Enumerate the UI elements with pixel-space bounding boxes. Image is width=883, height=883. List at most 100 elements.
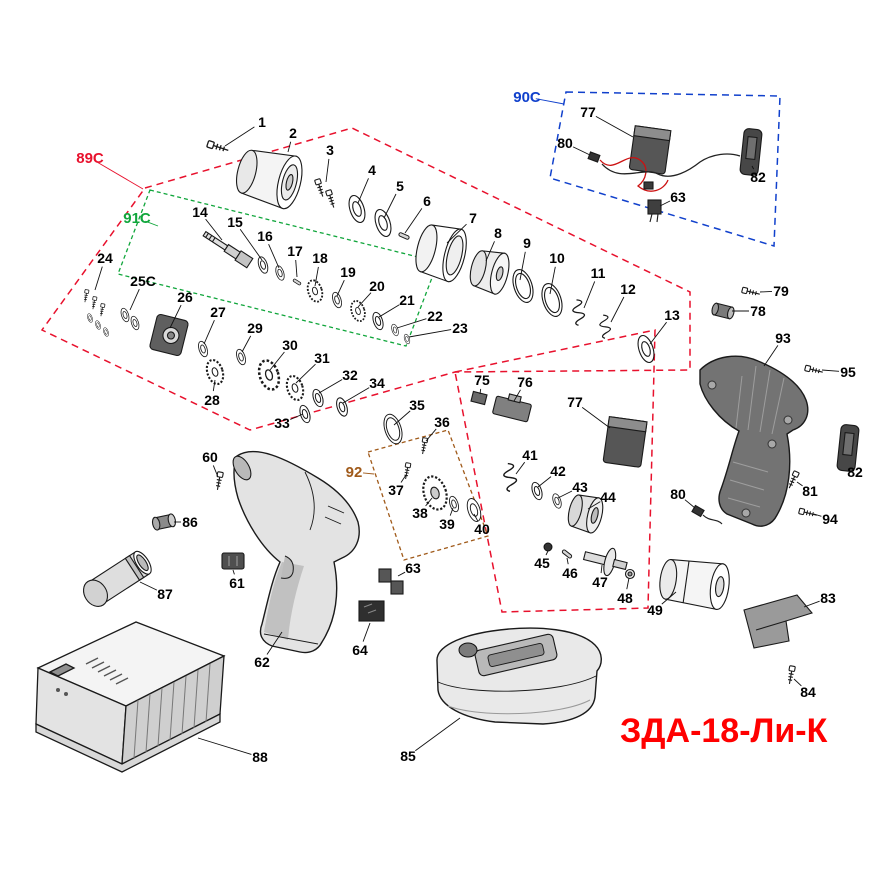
leader-line <box>549 266 556 295</box>
part-number-64: 64 <box>352 642 368 658</box>
part-12-spring <box>597 313 613 340</box>
part-number-82: 82 <box>847 464 863 480</box>
leader-line <box>396 318 427 329</box>
part-number-4: 4 <box>368 162 376 178</box>
leader-line <box>212 379 216 392</box>
part-number-45: 45 <box>534 555 550 571</box>
part-82-side-plate <box>836 424 860 472</box>
model-title: ЗДА-18-Ли-К <box>620 712 828 750</box>
leader-line <box>232 569 235 575</box>
part-46-pin <box>561 548 573 560</box>
part-25c-washer <box>129 314 141 332</box>
part-number-79: 79 <box>773 283 789 299</box>
part-number-75: 75 <box>474 372 490 388</box>
leader-line <box>425 428 437 442</box>
part-number-10: 10 <box>549 250 565 266</box>
part-62-tool-body <box>232 450 360 654</box>
part-number-7: 7 <box>469 210 477 226</box>
part-number-38: 38 <box>412 505 428 521</box>
leader-line <box>793 678 802 687</box>
part-number-34: 34 <box>369 375 385 391</box>
part-number-1: 1 <box>258 114 266 130</box>
leader-line <box>751 165 755 170</box>
part-15-washer <box>255 255 271 275</box>
part-number-33: 33 <box>274 415 290 431</box>
part-9-ring <box>508 266 538 306</box>
part-43-washer <box>550 492 564 510</box>
part-3-screw <box>325 189 337 209</box>
part-number-77: 77 <box>580 104 596 120</box>
part-75-contact <box>470 390 488 406</box>
part-80-connector <box>691 504 705 518</box>
leader-line <box>393 410 411 426</box>
part-number-32: 32 <box>342 367 358 383</box>
part-number-82: 82 <box>750 169 766 185</box>
part-number-5: 5 <box>396 178 404 194</box>
part-number-43: 43 <box>572 479 588 495</box>
leader-line <box>362 622 371 642</box>
leader-line <box>397 571 406 577</box>
part-93-housing-half <box>699 355 809 527</box>
part-85-battery-pack <box>436 627 602 725</box>
part-number-88: 88 <box>252 749 268 765</box>
leader-line <box>821 369 840 372</box>
leader-line <box>557 490 573 499</box>
part-number-87: 87 <box>157 586 173 602</box>
part-19-washer <box>330 290 344 310</box>
part-number-80: 80 <box>557 135 573 151</box>
leader-line <box>287 141 292 153</box>
part-21-washer <box>370 310 386 332</box>
part-24-screw <box>98 303 106 317</box>
part-33-washer <box>297 403 313 425</box>
part-number-9: 9 <box>523 235 531 251</box>
part-35-ring <box>380 411 406 447</box>
part-number-49: 49 <box>647 602 663 618</box>
part-number-81: 81 <box>802 483 818 499</box>
leader-line <box>515 461 526 475</box>
part-7-ring-gear <box>415 224 467 283</box>
part-39-washer <box>447 494 461 514</box>
leader-line <box>383 193 397 219</box>
part-number-24: 24 <box>97 250 113 266</box>
part-5-washer <box>371 206 395 240</box>
part-number-46: 46 <box>562 565 578 581</box>
part-number-42: 42 <box>550 463 566 479</box>
part-number-35: 35 <box>409 397 425 413</box>
part-4-washer <box>345 192 369 226</box>
leader-line <box>581 407 611 429</box>
part-3-screw <box>314 178 326 198</box>
leader-line <box>449 507 454 516</box>
part-23-circlip <box>402 333 412 345</box>
part-number-63: 63 <box>670 189 686 205</box>
leader-line <box>94 266 103 291</box>
leader-line <box>269 351 285 371</box>
leader-line <box>600 564 603 574</box>
part-24-screw <box>82 289 90 303</box>
part-number-8: 8 <box>494 225 502 241</box>
leader-lines <box>94 98 840 755</box>
leader-line <box>519 251 526 281</box>
group-label-89C: 89C <box>76 150 104 167</box>
leader-line <box>404 208 423 234</box>
part-63-terminal <box>390 580 404 595</box>
leader-line <box>535 98 565 105</box>
part-number-39: 39 <box>439 516 455 532</box>
part-84-screw <box>786 665 796 685</box>
part-48-pin-ring <box>624 568 636 580</box>
leader-line <box>415 717 461 752</box>
leader-line <box>336 280 345 297</box>
part-number-61: 61 <box>229 575 245 591</box>
leader-line <box>400 474 407 483</box>
leader-line <box>268 244 280 269</box>
part-11-spring <box>570 298 588 327</box>
part-number-95: 95 <box>840 364 856 380</box>
part-24-washer <box>102 326 110 338</box>
group-boundaries <box>40 91 781 613</box>
leader-line <box>314 266 319 287</box>
part-24-screw <box>90 296 98 310</box>
leader-line <box>587 501 601 510</box>
part-20-gear <box>347 298 369 324</box>
part-number-22: 22 <box>427 308 443 324</box>
part-24-washer <box>94 319 102 331</box>
